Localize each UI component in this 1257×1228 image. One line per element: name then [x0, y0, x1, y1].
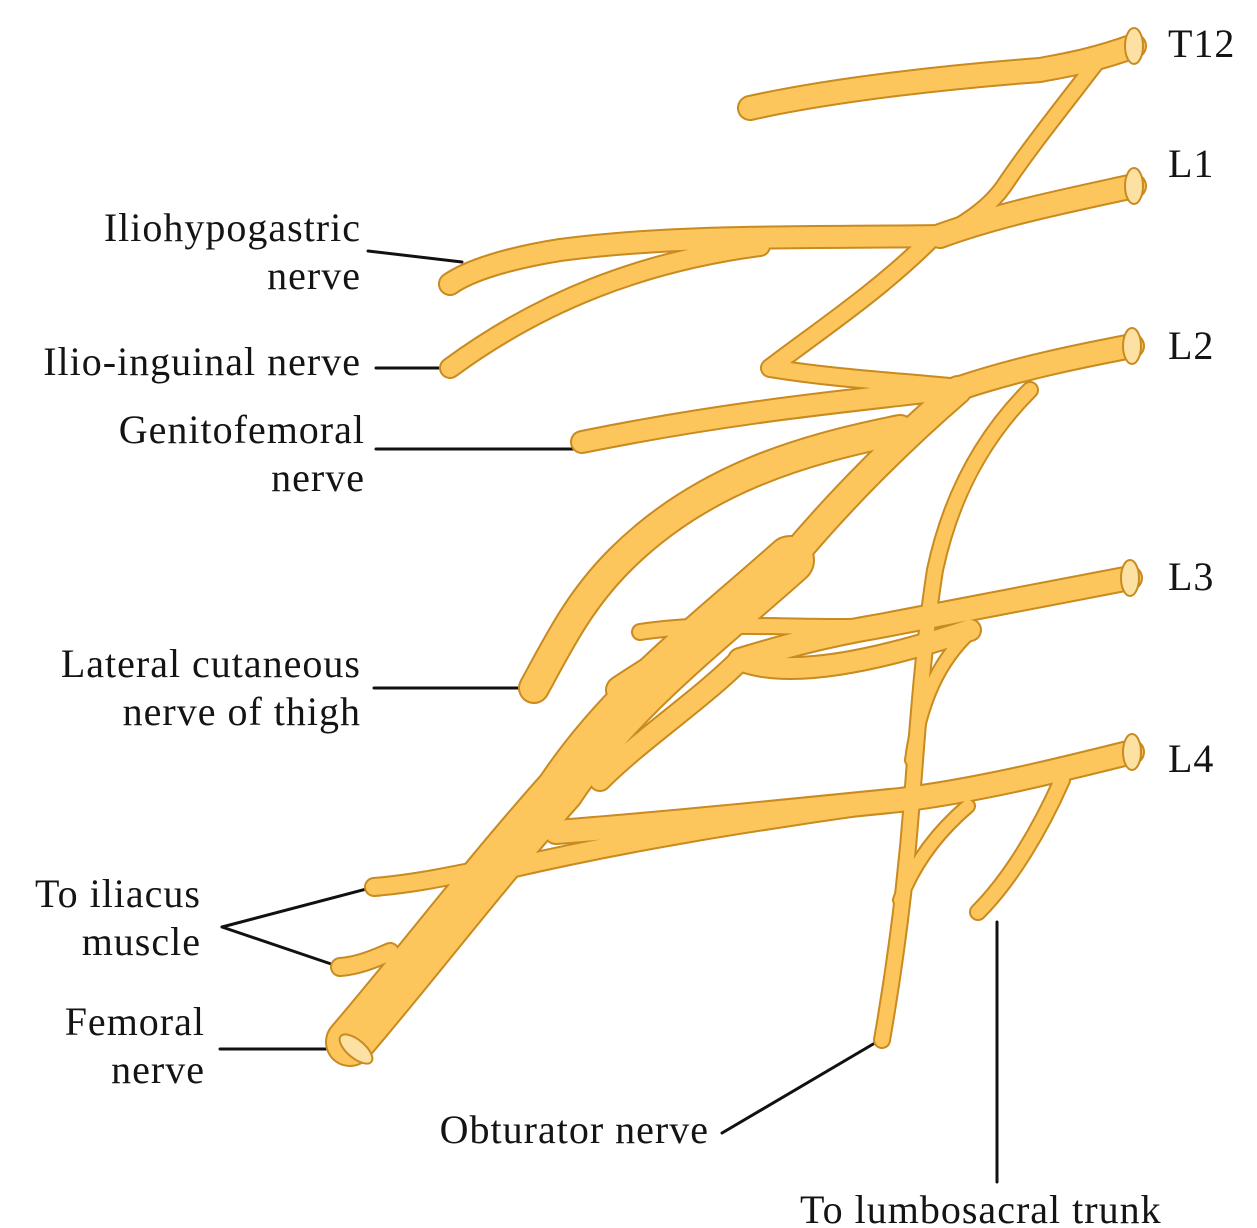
- label-iliohypogastric-line2: nerve: [104, 252, 361, 300]
- label-lateral-cutaneous-line1: Lateral cutaneous: [61, 640, 361, 688]
- root-label-l3: L3: [1168, 553, 1214, 601]
- root-label-l4: L4: [1168, 735, 1214, 783]
- leader-iliohypogastric: [368, 251, 462, 262]
- label-femoral-line1: Femoral: [65, 998, 205, 1046]
- cut-end-l2: [1123, 328, 1141, 364]
- label-ilioinguinal: Ilio-inguinal nerve: [43, 338, 361, 386]
- leader-iliacus-upper: [222, 887, 374, 927]
- root-label-l1: L1: [1168, 140, 1214, 188]
- label-obturator: Obturator nerve: [440, 1106, 709, 1154]
- cut-end-l1: [1125, 168, 1143, 204]
- label-lumbosacral: To lumbosacral trunk: [800, 1186, 1162, 1228]
- label-genitofemoral-line2: nerve: [119, 454, 365, 502]
- label-genitofemoral-line1: Genitofemoral: [119, 406, 365, 454]
- label-iliohypogastric-line1: Iliohypogastric: [104, 204, 361, 252]
- nerve-l4-lumbosacral: [978, 780, 1062, 912]
- label-to-iliacus: To iliacus muscle: [35, 870, 201, 966]
- cut-end-l3: [1121, 560, 1139, 596]
- nerve-l1-l2-connector: [770, 240, 960, 388]
- label-lateral-cutaneous-line2: nerve of thigh: [61, 688, 361, 736]
- label-lateral-cutaneous: Lateral cutaneous nerve of thigh: [61, 640, 361, 736]
- leader-obturator: [722, 1040, 880, 1133]
- cut-end-l4: [1123, 734, 1141, 770]
- root-label-l2: L2: [1168, 322, 1214, 370]
- leader-iliacus-lower: [222, 927, 340, 967]
- label-iliohypogastric: Iliohypogastric nerve: [104, 204, 361, 300]
- label-to-iliacus-line2: muscle: [35, 918, 201, 966]
- root-label-t12: T12: [1168, 20, 1235, 68]
- cut-end-t12: [1125, 28, 1143, 64]
- label-genitofemoral: Genitofemoral nerve: [119, 406, 365, 502]
- label-femoral: Femoral nerve: [65, 998, 205, 1094]
- label-femoral-line2: nerve: [65, 1046, 205, 1094]
- nerve-fills: [340, 46, 1134, 1042]
- label-to-iliacus-line1: To iliacus: [35, 870, 201, 918]
